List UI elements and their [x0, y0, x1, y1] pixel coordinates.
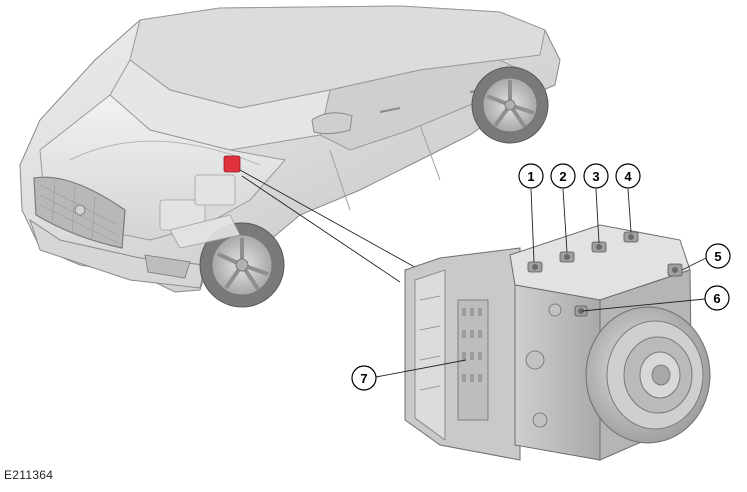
callout-1-label: 1: [527, 169, 534, 184]
zoom-leader-lines: [239, 169, 421, 283]
callout-1: 1: [518, 163, 544, 189]
callout-5-label: 5: [714, 249, 721, 264]
callout-leaders: [375, 188, 707, 378]
vehicle-illustration: [19, 5, 561, 308]
callout-4: 4: [615, 163, 641, 189]
callout-6: 6: [704, 285, 730, 311]
abs-module-location-highlight: [223, 155, 241, 173]
figure-id: E211364: [4, 468, 54, 482]
callout-3: 3: [583, 163, 609, 189]
callout-2-label: 2: [559, 169, 566, 184]
abs-modulator-detail: [404, 224, 711, 461]
callout-7-label: 7: [360, 371, 367, 386]
callout-5: 5: [705, 243, 731, 269]
callout-7: 7: [351, 365, 377, 391]
callout-3-label: 3: [592, 169, 599, 184]
callout-6-label: 6: [713, 291, 720, 306]
callout-4-label: 4: [624, 169, 632, 184]
callout-2: 2: [550, 163, 576, 189]
